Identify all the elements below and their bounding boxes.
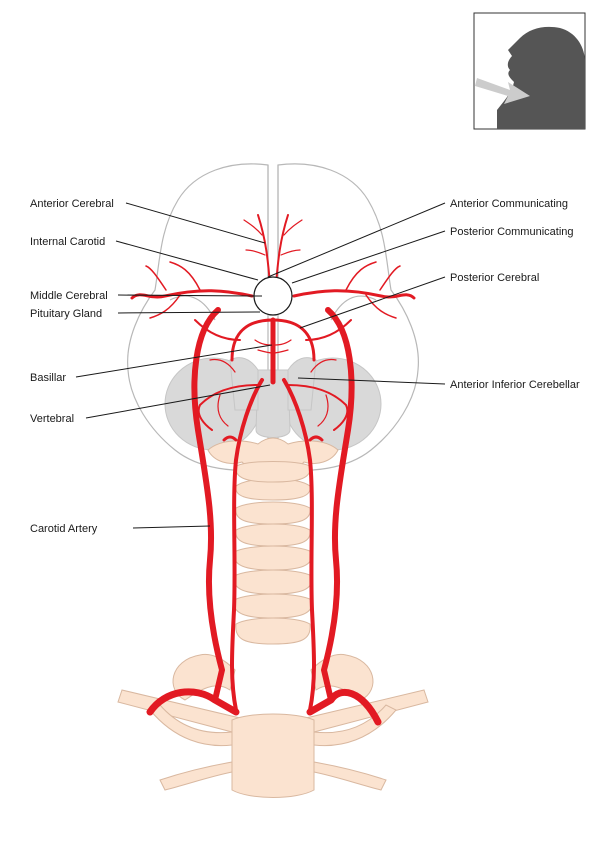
left-carotid-artery bbox=[191, 307, 225, 703]
label-carotid-artery: Carotid Artery bbox=[30, 523, 98, 535]
label-basillar: Basillar bbox=[30, 372, 66, 384]
label-posterior-cerebral: Posterior Cerebral bbox=[450, 272, 539, 284]
right-carotid-artery bbox=[321, 307, 355, 703]
leader-lines bbox=[75, 202, 446, 529]
right-subclavian bbox=[306, 688, 382, 726]
shoulder-girdle bbox=[117, 653, 429, 798]
right-vertebral-artery bbox=[282, 378, 316, 712]
label-anterior-cerebral: Anterior Cerebral bbox=[30, 198, 114, 210]
view-indicator bbox=[473, 12, 586, 130]
label-vertebral: Vertebral bbox=[30, 413, 74, 425]
label-middle-cerebral: Middle Cerebral bbox=[30, 290, 108, 302]
spine bbox=[207, 437, 339, 645]
arteries bbox=[130, 214, 416, 726]
label-pituitary-gland: Pituitary Gland bbox=[30, 308, 102, 320]
labels: Anterior Cerebral Internal Carotid Middl… bbox=[30, 198, 580, 535]
label-anterior-communicating: Anterior Communicating bbox=[450, 198, 568, 210]
right-middle-cerebral bbox=[292, 289, 416, 300]
left-vertebral-artery bbox=[230, 378, 264, 712]
label-internal-carotid: Internal Carotid bbox=[30, 236, 105, 248]
left-subclavian bbox=[146, 688, 240, 716]
vertebrae bbox=[233, 461, 313, 645]
head-view-arrow-icon bbox=[475, 26, 585, 130]
label-posterior-communicating: Posterior Communicating bbox=[450, 226, 574, 238]
label-anterior-inferior-cerebellar: Anterior Inferior Cerebellar bbox=[450, 379, 580, 391]
